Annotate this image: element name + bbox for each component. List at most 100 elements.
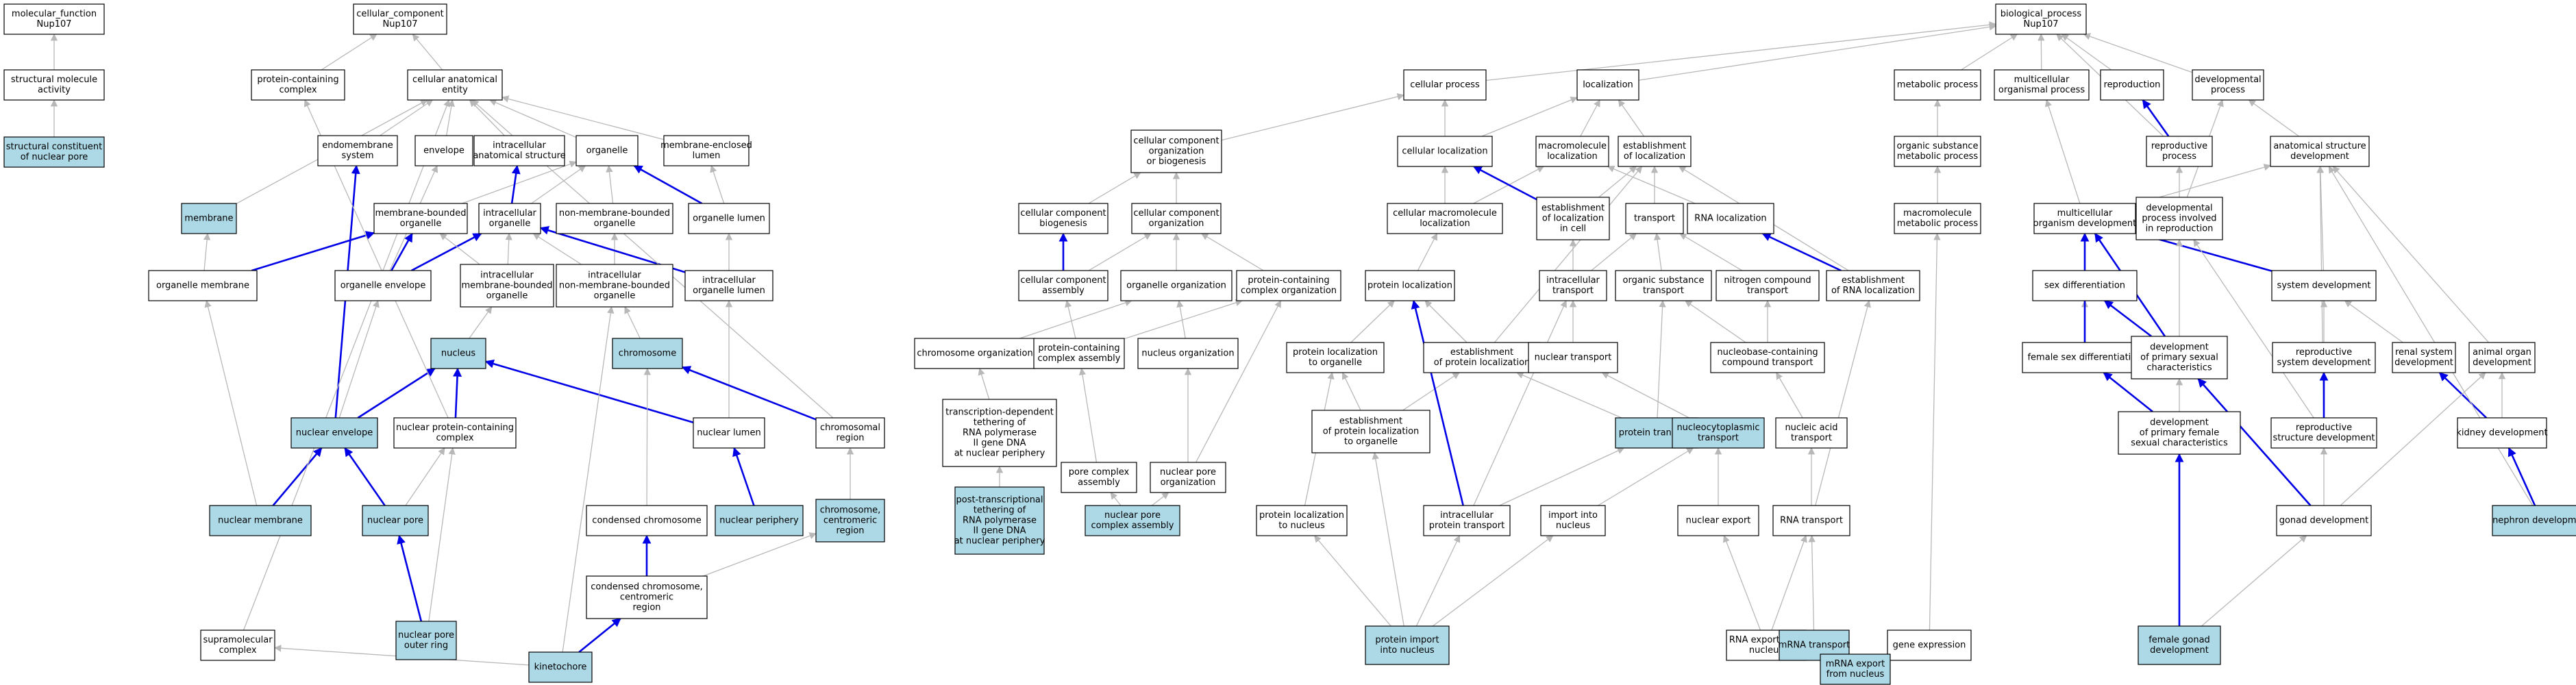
term-node-n76[interactable]: sex differentiation: [2032, 270, 2138, 301]
term-node-n54[interactable]: metabolic process: [1894, 69, 1981, 101]
term-node-n26[interactable]: nuclear lumen: [693, 417, 765, 449]
term-node-n98[interactable]: RNA transport: [1772, 505, 1850, 536]
term-node-n104[interactable]: gene expression: [1887, 630, 1972, 661]
term-node-n41[interactable]: organelle organization: [1120, 270, 1233, 301]
term-node-n43[interactable]: chromosome organization: [914, 338, 1036, 369]
term-node-n56[interactable]: reproduction: [2100, 69, 2164, 101]
term-node-n12[interactable]: membrane: [181, 203, 237, 234]
term-node-n97[interactable]: nuclear export: [1677, 505, 1759, 536]
term-node-n93[interactable]: kidney development: [2456, 417, 2548, 449]
term-node-n29[interactable]: nuclear pore: [362, 505, 429, 536]
term-node-n58[interactable]: cellular localization: [1397, 136, 1493, 167]
term-node-n71[interactable]: protein localization: [1365, 270, 1455, 301]
term-node-n99[interactable]: gonad development: [2276, 505, 2372, 536]
term-node-n10[interactable]: organelle: [575, 135, 639, 166]
term-node-n53[interactable]: localization: [1576, 69, 1639, 101]
term-node-n16[interactable]: organelle lumen: [688, 203, 770, 234]
term-node-n66[interactable]: transport: [1625, 203, 1684, 234]
term-node-n28[interactable]: nuclear membrane: [209, 505, 312, 536]
term-node-n22[interactable]: nucleus: [430, 338, 486, 369]
term-node-n45[interactable]: nucleus organization: [1137, 338, 1239, 369]
term-node-n82[interactable]: female sex differentiation: [2022, 342, 2148, 373]
term-node-n80[interactable]: nuclear transport: [1528, 342, 1618, 373]
term-node-n23[interactable]: chromosome: [612, 338, 683, 369]
term-node-n8[interactable]: envelope: [414, 135, 473, 166]
term-node-n18[interactable]: organelle envelope: [334, 270, 432, 301]
term-node-n77[interactable]: system development: [2271, 270, 2377, 301]
term-node-n100[interactable]: nephron development: [2492, 505, 2576, 536]
term-node-n67[interactable]: RNA localization: [1687, 203, 1774, 234]
term-node-n52[interactable]: cellular process: [1403, 69, 1487, 101]
term-node-n17[interactable]: organelle membrane: [148, 270, 258, 301]
term-node-n30[interactable]: condensed chromosome: [586, 505, 708, 536]
term-node-n36[interactable]: kinetochore: [528, 651, 593, 683]
term-node-n24[interactable]: nuclear envelope: [290, 417, 378, 449]
